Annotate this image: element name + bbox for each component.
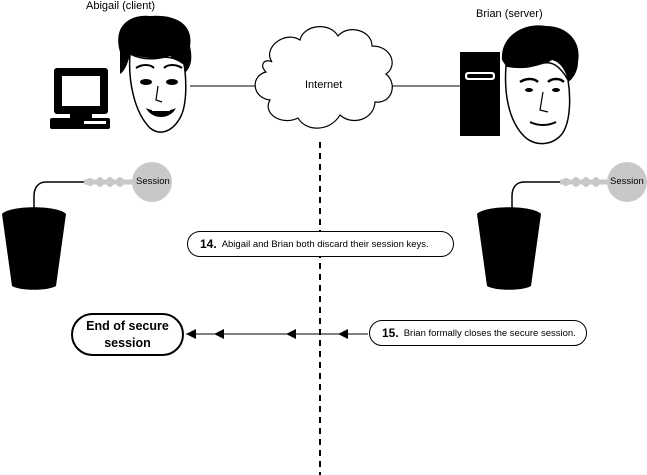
end-line-2: session <box>104 336 151 350</box>
step-14-callout: 14. Abigail and Brian both discard their… <box>187 231 454 257</box>
step-14-number: 14. <box>200 237 217 251</box>
step-15-callout: 15. Brian formally closes the secure ses… <box>369 320 587 346</box>
step-15-text: Brian formally closes the secure session… <box>403 327 576 339</box>
end-line-1: End of secure <box>86 319 169 333</box>
session-key-right-icon <box>507 162 647 220</box>
closing-arrows <box>186 329 368 339</box>
internet-cloud-icon <box>254 26 393 129</box>
server-label: Brian (server) <box>476 8 543 20</box>
computer-icon <box>50 68 110 129</box>
client-face-icon <box>118 15 192 133</box>
trash-bin-right-icon <box>477 207 541 290</box>
end-of-session-box: End of secure session <box>71 313 184 356</box>
trash-bin-left-icon <box>2 207 66 290</box>
server-face-icon <box>501 25 579 145</box>
session-key-left-icon <box>29 162 172 220</box>
internet-label: Internet <box>305 79 343 91</box>
client-label: Abigail (client) <box>86 0 156 12</box>
step-14-text: Abigail and Brian both discard their ses… <box>221 238 429 250</box>
session-key-right-label: Session <box>610 176 644 187</box>
step-15-number: 15. <box>382 326 399 340</box>
session-key-left-label: Session <box>136 176 170 187</box>
server-icon <box>460 52 500 136</box>
